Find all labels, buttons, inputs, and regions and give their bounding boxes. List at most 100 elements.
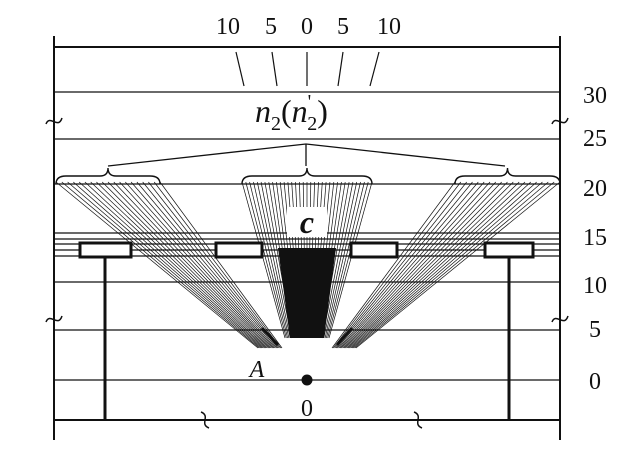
left-fan-ray xyxy=(142,181,279,349)
center-fan-ray xyxy=(327,181,369,339)
left-fan-ray xyxy=(113,181,272,349)
break-mark xyxy=(200,411,210,429)
detector-panel xyxy=(78,241,133,259)
brace xyxy=(55,167,161,185)
n2-label: n2(n'2) xyxy=(255,91,328,135)
top-scale-line xyxy=(271,51,278,87)
left-fan-ray xyxy=(130,181,276,349)
n2-prime-sub: 2 xyxy=(307,113,317,135)
right-fan-ray xyxy=(343,181,508,349)
fan-tips xyxy=(260,326,354,347)
brace xyxy=(241,167,373,185)
top-scale-line xyxy=(235,51,245,87)
center-fan-ray xyxy=(322,181,354,339)
group-connectors xyxy=(107,143,506,167)
brace xyxy=(454,167,561,185)
right-fan-ray xyxy=(354,181,555,349)
right-fan-ray xyxy=(351,181,543,349)
right-scale-label: 5 xyxy=(589,317,601,343)
left-fan-ray xyxy=(61,181,260,349)
left-fan-ray xyxy=(96,181,268,349)
right-fan-ray xyxy=(349,181,532,349)
support-posts xyxy=(103,257,511,420)
top-scale-label: 10 xyxy=(216,14,240,40)
frame xyxy=(53,36,561,440)
c-label-box xyxy=(287,207,327,237)
top-scale-line xyxy=(337,51,344,87)
right-fan-ray xyxy=(337,181,479,349)
center-fan-ray xyxy=(328,181,373,339)
center-fan-core xyxy=(278,248,336,338)
origin-dot xyxy=(301,374,313,386)
break-mark xyxy=(45,117,63,125)
left-fan-ray xyxy=(67,181,261,349)
left-fan-ray xyxy=(125,181,275,349)
top-scale-line xyxy=(369,51,380,87)
origin-label: 0 xyxy=(301,396,313,422)
group-braces xyxy=(55,167,561,185)
right-fan-ray xyxy=(350,181,537,349)
center-fan-ray xyxy=(326,181,365,339)
left-fan-ray xyxy=(107,181,271,349)
right-scale-label: 30 xyxy=(583,83,607,109)
top-scale-lines xyxy=(235,51,380,87)
left-fan-ray xyxy=(90,181,267,349)
n2-main: n xyxy=(255,93,271,129)
center-fan-ray xyxy=(256,181,291,339)
n2-sub: 2 xyxy=(271,113,281,135)
left-fan-ray xyxy=(136,181,277,349)
right-scale-label: 15 xyxy=(583,225,607,251)
left-fan-ray xyxy=(159,181,283,349)
left-fan-ray xyxy=(73,181,263,349)
left-fan-ray xyxy=(55,181,259,349)
left-fan-ray xyxy=(78,181,264,349)
left-fan-ray xyxy=(148,181,280,349)
right-fan-ray xyxy=(334,181,467,349)
detector-panel xyxy=(483,241,535,259)
fan-tip xyxy=(260,326,280,347)
right-scale: 30 25 20 15 10 5 0 xyxy=(583,83,607,395)
right-fan-ray xyxy=(341,181,497,349)
n2-prime-mark: ' xyxy=(308,91,312,113)
a-label: A xyxy=(248,357,265,383)
top-scale-label: 0 xyxy=(301,14,313,40)
right-fan-ray xyxy=(338,181,485,349)
right-fan-ray xyxy=(347,181,526,349)
center-fan-ray xyxy=(253,181,290,339)
right-fan-ray xyxy=(346,181,520,349)
left-fan-ray xyxy=(119,181,273,349)
right-fan-ray xyxy=(355,181,561,349)
center-fan-ray xyxy=(324,181,361,339)
c-label: c xyxy=(300,204,314,240)
top-scale-label: 10 xyxy=(377,14,401,40)
right-scale-label: 10 xyxy=(583,273,607,299)
detector-panel xyxy=(349,241,399,259)
fan-tip xyxy=(335,327,354,346)
border-ticks xyxy=(53,40,561,54)
break-mark xyxy=(45,315,63,323)
break-mark xyxy=(413,411,423,429)
right-scale-label: 0 xyxy=(589,369,601,395)
right-fan-ray xyxy=(353,181,549,349)
break-marks xyxy=(45,117,569,429)
center-fan-ray xyxy=(245,181,287,339)
top-scale-label: 5 xyxy=(337,14,349,40)
top-scale: 10 5 0 5 10 xyxy=(216,14,401,40)
n2-paren-open: ( xyxy=(281,93,292,129)
right-fan-ray xyxy=(339,181,491,349)
break-mark xyxy=(551,117,569,125)
n2-paren-close: ) xyxy=(317,93,328,129)
n2-prime-main: n xyxy=(292,93,308,129)
center-fan-ray xyxy=(260,181,292,339)
right-fan-ray xyxy=(331,181,456,349)
left-fan-ray xyxy=(84,181,265,349)
right-scale-label: 25 xyxy=(583,126,607,152)
right-fan-ray xyxy=(342,181,502,349)
center-fan-ray xyxy=(249,181,288,339)
right-fan-ray xyxy=(335,181,473,349)
left-fan-ray xyxy=(153,181,281,349)
detector-panel xyxy=(214,241,264,259)
detector-panels xyxy=(78,241,535,259)
right-fan-ray xyxy=(345,181,514,349)
